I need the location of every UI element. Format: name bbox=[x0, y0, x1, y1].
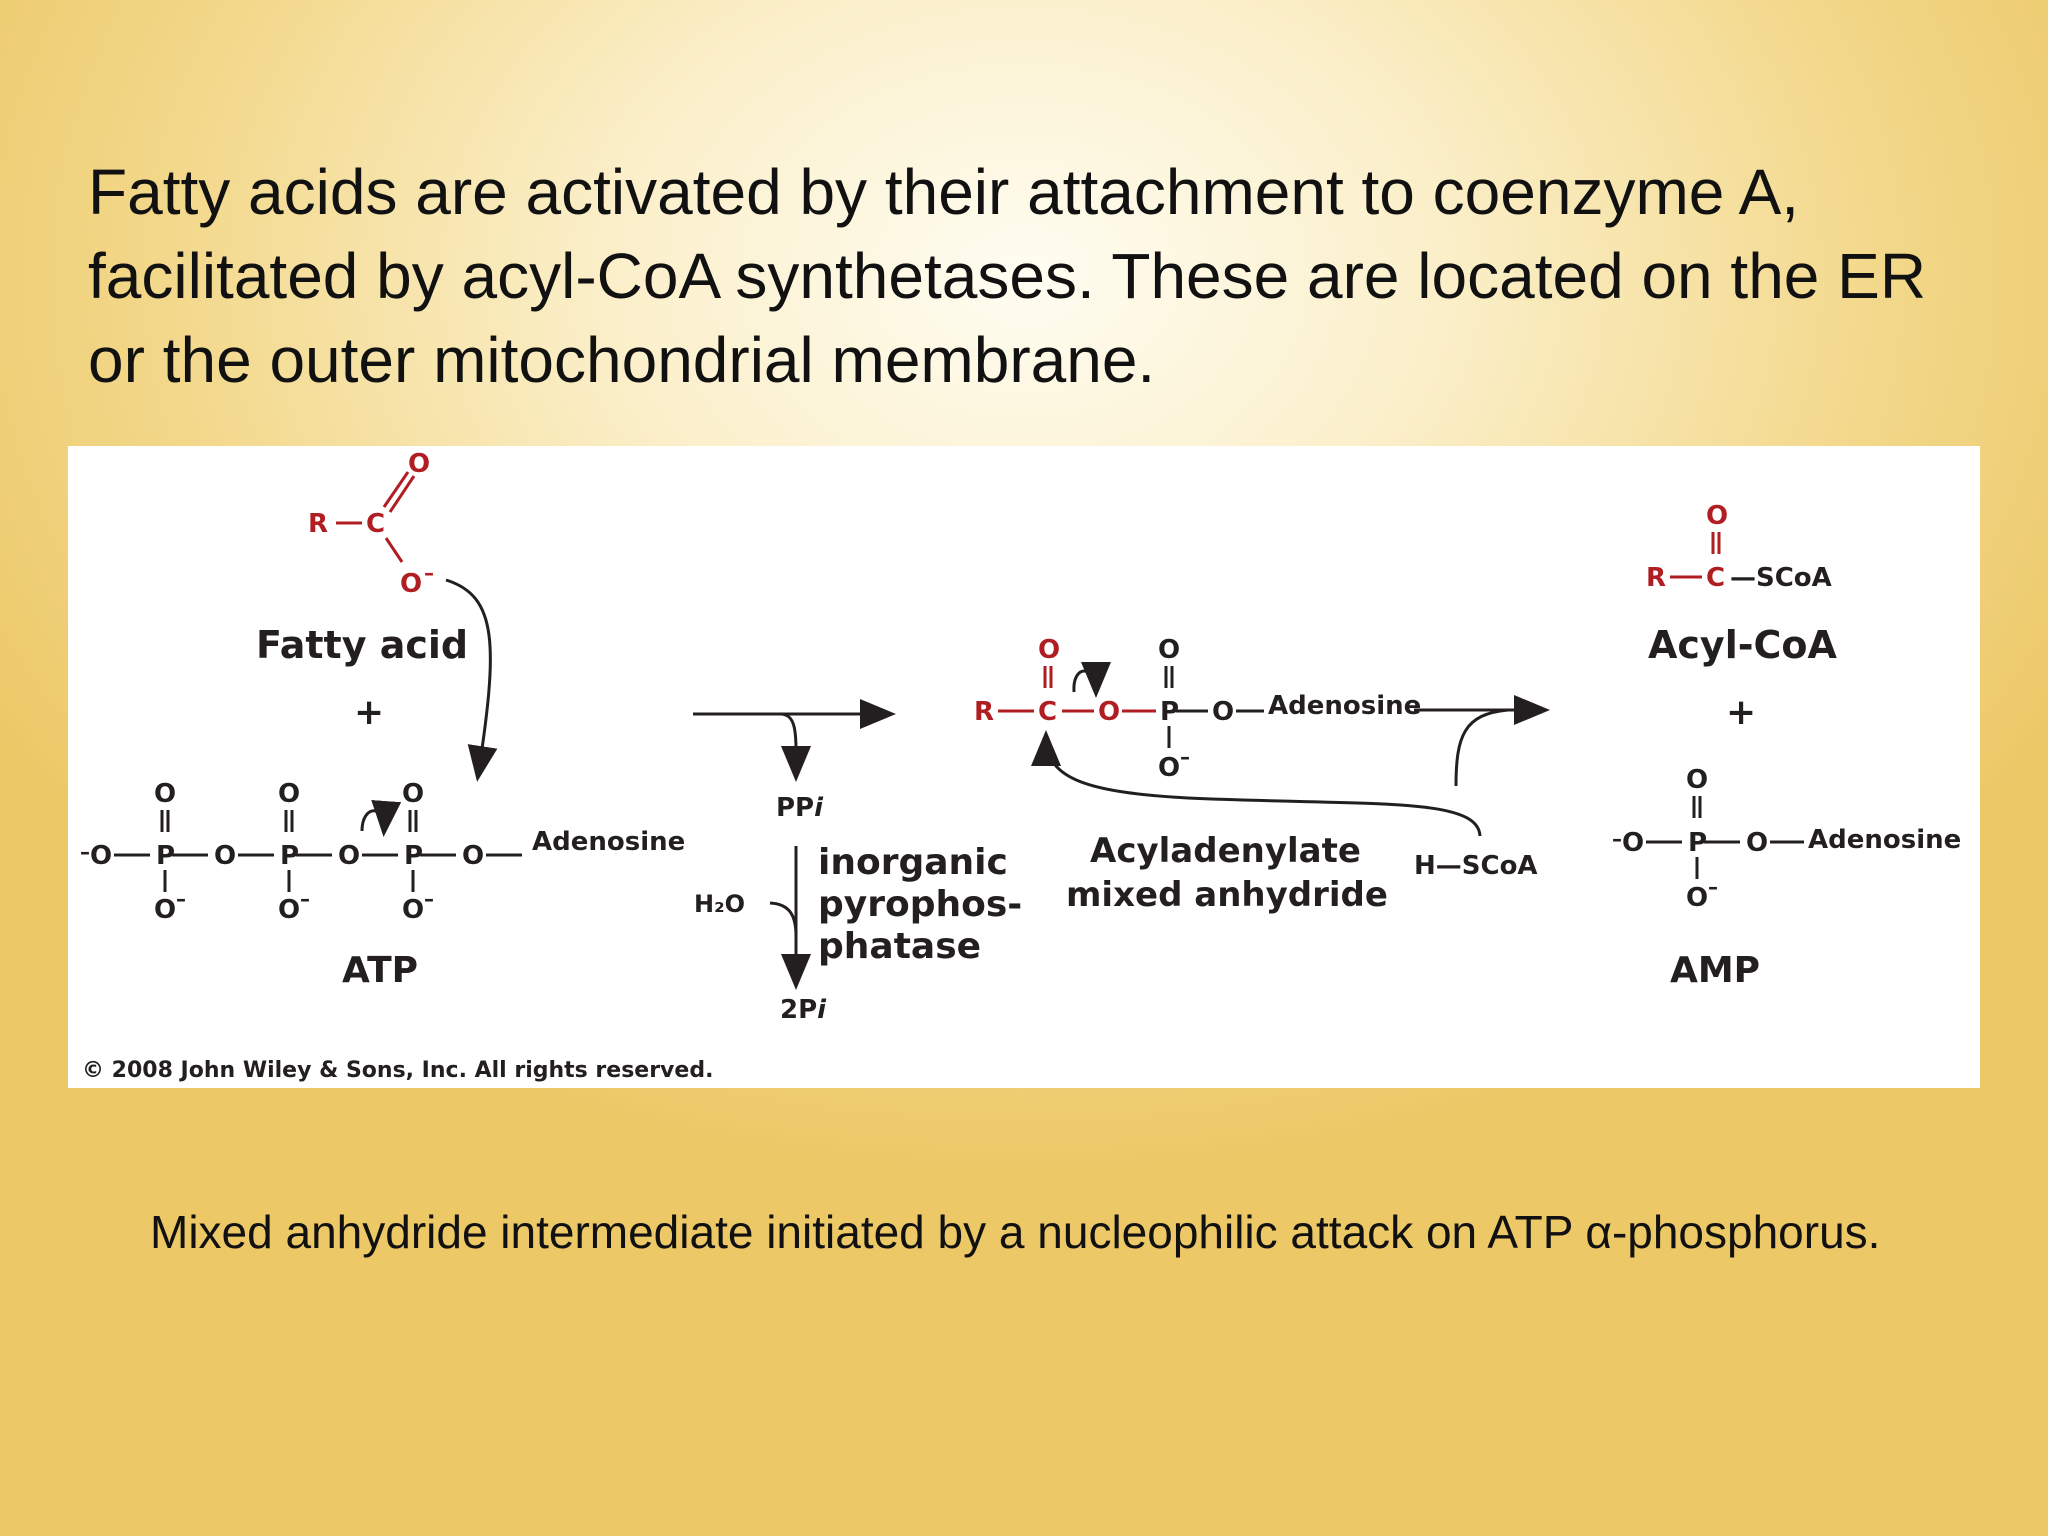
svg-text:O: O bbox=[462, 841, 484, 871]
svg-text:O: O bbox=[402, 779, 424, 809]
intermediate-label-2: mixed anhydride bbox=[1066, 875, 1388, 915]
intermediate-adenosine: Adenosine bbox=[1268, 691, 1421, 721]
svg-text:C: C bbox=[1706, 563, 1725, 593]
electron-push-arrow bbox=[360, 799, 402, 837]
svg-text:O: O bbox=[1038, 635, 1060, 665]
svg-text:P: P bbox=[280, 841, 299, 871]
carbonyl-reform-arrow bbox=[1072, 661, 1111, 698]
svg-text:P: P bbox=[1688, 828, 1707, 858]
hscoa-text: H—SCoA bbox=[1414, 851, 1538, 881]
svg-text:O: O bbox=[1706, 501, 1728, 531]
svg-text:O: O bbox=[1686, 883, 1708, 913]
enzyme-line-1: inorganic bbox=[818, 842, 1008, 883]
enzyme-line-3: phatase bbox=[818, 926, 981, 967]
svg-text:–: – bbox=[176, 887, 186, 911]
amp-label: AMP bbox=[1670, 950, 1760, 991]
svg-text:–: – bbox=[300, 887, 310, 911]
amp-release-curve bbox=[1454, 708, 1509, 787]
amp-adenosine: Adenosine bbox=[1808, 825, 1961, 855]
svg-text:R: R bbox=[974, 697, 994, 727]
fa-r: R bbox=[308, 509, 328, 539]
slide-title: Fatty acids are activated by their attac… bbox=[88, 156, 1927, 396]
svg-text:O: O bbox=[1158, 635, 1180, 665]
reaction-diagram: R C O O – Fatty acid + – O P O P O P bbox=[80, 449, 1961, 1083]
svg-text:O: O bbox=[402, 895, 424, 925]
svg-text:O: O bbox=[90, 841, 112, 871]
svg-text:O: O bbox=[338, 841, 360, 871]
atp-label: ATP bbox=[342, 950, 418, 991]
fa-o-double: O bbox=[408, 449, 430, 479]
thiol-attack-arrow bbox=[1031, 730, 1482, 837]
svg-text:–: – bbox=[80, 840, 90, 864]
slide-caption: Mixed anhydride intermediate initiated b… bbox=[150, 1206, 1881, 1258]
nucleophilic-attack-arrow bbox=[445, 578, 498, 782]
svg-text:–: – bbox=[424, 561, 434, 585]
enzyme-line-2: pyrophos- bbox=[818, 884, 1022, 925]
two-pi-text: 2Pi bbox=[780, 995, 827, 1025]
atp-structure: – O P O P O P O O O O O– O– bbox=[80, 779, 522, 925]
svg-text:O: O bbox=[278, 779, 300, 809]
intermediate-label-1: Acyladenylate bbox=[1090, 831, 1361, 871]
plus-sign-2: + bbox=[1726, 692, 1756, 733]
svg-text:P: P bbox=[404, 841, 423, 871]
svg-text:O: O bbox=[1212, 697, 1234, 727]
ppi-text: PPi bbox=[776, 793, 824, 823]
fatty-acid-label: Fatty acid bbox=[256, 623, 468, 667]
scoa-text: —SCoA bbox=[1730, 563, 1832, 593]
svg-text:O: O bbox=[1686, 765, 1708, 795]
ppi-release-arrow bbox=[779, 712, 812, 782]
copyright-notice: © 2008 John Wiley & Sons, Inc. All right… bbox=[82, 1058, 713, 1083]
svg-text:–: – bbox=[1708, 875, 1718, 899]
svg-text:P: P bbox=[1160, 697, 1179, 727]
svg-text:R: R bbox=[1646, 563, 1666, 593]
svg-text:C: C bbox=[1038, 697, 1057, 727]
acyl-coa-structure: R C O bbox=[1646, 501, 1728, 593]
fa-c: C bbox=[366, 509, 385, 539]
acyladenylate-structure: R C O O P O O O– bbox=[974, 635, 1264, 783]
svg-text:–: – bbox=[1180, 745, 1190, 769]
svg-text:O: O bbox=[1098, 697, 1120, 727]
svg-text:P: P bbox=[156, 841, 175, 871]
svg-text:O: O bbox=[1158, 753, 1180, 783]
fatty-acid-structure: R C O O – bbox=[308, 449, 434, 599]
plus-sign-1: + bbox=[354, 692, 384, 733]
water-text: H₂O bbox=[694, 890, 745, 918]
svg-text:O: O bbox=[154, 779, 176, 809]
acyl-coa-label: Acyl-CoA bbox=[1648, 623, 1837, 667]
svg-text:O: O bbox=[278, 895, 300, 925]
reaction-figure: R C O O – Fatty acid + – O P O P O P bbox=[68, 446, 1980, 1088]
svg-text:–: – bbox=[1612, 827, 1622, 851]
svg-text:O: O bbox=[1622, 828, 1644, 858]
water-entry-curve bbox=[769, 901, 798, 937]
atp-adenosine: Adenosine bbox=[532, 827, 685, 857]
amp-structure: – O P O O O– bbox=[1612, 765, 1804, 913]
svg-text:O: O bbox=[214, 841, 236, 871]
svg-text:–: – bbox=[424, 887, 434, 911]
svg-text:O: O bbox=[1746, 828, 1768, 858]
svg-text:O: O bbox=[154, 895, 176, 925]
fa-o-minus: O bbox=[400, 569, 422, 599]
